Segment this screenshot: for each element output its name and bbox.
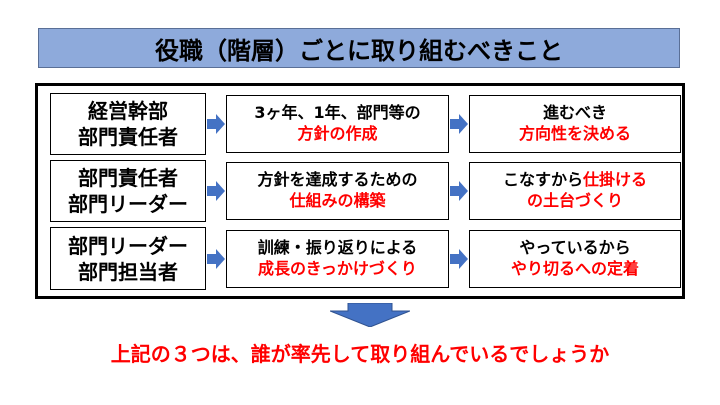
role-line: 部門担当者 — [78, 259, 178, 284]
goal-text: こなすから — [502, 170, 583, 190]
role-line: 部門リーダー — [68, 233, 188, 258]
right-arrow-icon — [450, 181, 468, 201]
goal-box-2: こなすから仕掛ける の土台づくり — [469, 162, 681, 220]
hierarchy-table — [35, 83, 685, 299]
role-line: 部門責任者 — [78, 125, 178, 149]
action-text: 3ヶ年、1年、部門等の — [254, 103, 421, 123]
page-title: 役職（階層）ごとに取り組むべきこと — [38, 28, 680, 68]
action-highlight: 成長のきっかけづくり — [258, 259, 417, 278]
action-highlight: 方針の作成 — [297, 124, 378, 143]
action-text: 方針を達成するための — [257, 170, 418, 190]
role-line: 部門リーダー — [68, 192, 188, 216]
action-box-3: 訓練・振り返りによる 成長のきっかけづくり — [226, 230, 449, 288]
goal-text: 進むべき — [542, 103, 607, 123]
goal-highlight-2: の土台づくり — [526, 191, 623, 210]
role-box-3: 部門リーダー 部門担当者 — [50, 227, 206, 290]
goal-box-3: やっているから やり切るへの定着 — [469, 230, 681, 288]
role-box-1: 経営幹部 部門責任者 — [50, 93, 206, 155]
goal-highlight: やり切るへの定着 — [510, 259, 639, 278]
right-arrow-icon — [207, 249, 225, 269]
right-arrow-icon — [207, 181, 225, 201]
action-highlight: 仕組みの構築 — [289, 191, 386, 210]
role-line: 経営幹部 — [88, 99, 168, 123]
down-arrow-icon — [330, 303, 410, 327]
action-box-1: 3ヶ年、1年、部門等の 方針の作成 — [226, 95, 449, 153]
goal-highlight: 仕掛ける — [583, 170, 648, 190]
goal-text: やっているから — [519, 238, 631, 258]
action-box-2: 方針を達成するための 仕組みの構築 — [226, 162, 449, 220]
role-line: 部門責任者 — [78, 166, 178, 190]
goal-box-1: 進むべき 方向性を決める — [469, 95, 681, 153]
right-arrow-icon — [450, 114, 468, 134]
right-arrow-icon — [207, 114, 225, 134]
role-box-2: 部門責任者 部門リーダー — [50, 160, 206, 222]
action-text: 訓練・振り返りによる — [257, 238, 418, 258]
right-arrow-icon — [450, 249, 468, 269]
conclusion-text: 上記の３つは、誰が率先して取り組んでいるでしょうか — [110, 342, 610, 366]
goal-highlight: 方向性を決める — [518, 124, 631, 143]
